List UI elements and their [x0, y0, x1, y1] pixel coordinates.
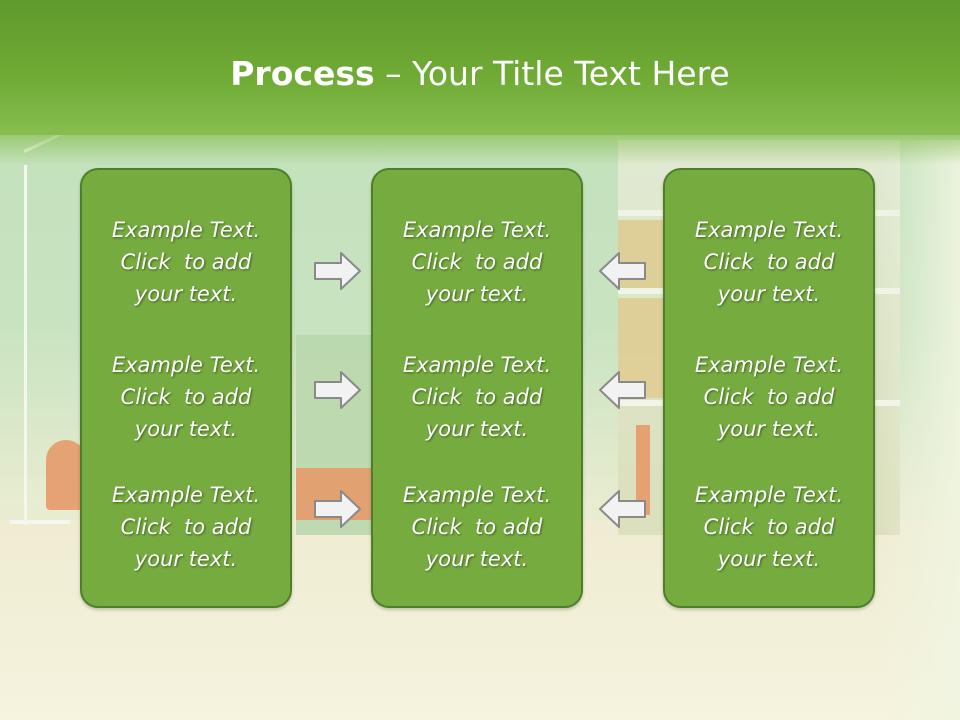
text-line: Click to add — [120, 515, 252, 539]
text-line: your text. — [717, 417, 821, 441]
lamp-base-background — [10, 520, 70, 524]
title-band-fade — [0, 125, 960, 165]
box-text-item[interactable]: Example Text. Click to add your text. — [373, 349, 581, 445]
text-line: Click to add — [411, 515, 543, 539]
text-line: your text. — [717, 282, 821, 306]
text-line: Example Text. — [402, 353, 552, 377]
left-arrow-icon — [599, 490, 646, 528]
slide-title[interactable]: Process – Your Title Text Here — [0, 52, 960, 96]
title-rest: – Your Title Text Here — [374, 54, 730, 93]
box-text-item[interactable]: Example Text. Click to add your text. — [82, 479, 290, 575]
text-line: your text. — [134, 547, 238, 571]
text-line: Example Text. — [111, 483, 261, 507]
text-line: your text. — [425, 547, 529, 571]
title-bold: Process — [230, 54, 375, 93]
box-text-item[interactable]: Example Text. Click to add your text. — [82, 349, 290, 445]
text-line: Example Text. — [694, 483, 844, 507]
text-line: your text. — [425, 417, 529, 441]
text-line: Example Text. — [694, 218, 844, 242]
lamp-background — [24, 165, 27, 525]
text-line: Click to add — [411, 250, 543, 274]
box-text-item[interactable]: Example Text. Click to add your text. — [373, 214, 581, 310]
title-band — [0, 0, 960, 135]
process-box-right[interactable]: Example Text. Click to add your text. Ex… — [663, 168, 875, 608]
left-arrow-icon — [599, 371, 646, 409]
left-arrow-icon — [599, 252, 646, 290]
text-line: your text. — [134, 282, 238, 306]
right-arrow-icon — [314, 371, 361, 409]
text-line: Click to add — [411, 385, 543, 409]
text-line: Example Text. — [402, 483, 552, 507]
box-text-item[interactable]: Example Text. Click to add your text. — [665, 479, 873, 575]
text-line: your text. — [717, 547, 821, 571]
box-text-item[interactable]: Example Text. Click to add your text. — [665, 214, 873, 310]
box-text-item[interactable]: Example Text. Click to add your text. — [665, 349, 873, 445]
box-text-item[interactable]: Example Text. Click to add your text. — [82, 214, 290, 310]
window-light-background — [880, 140, 960, 720]
text-line: your text. — [425, 282, 529, 306]
text-line: Example Text. — [402, 218, 552, 242]
right-arrow-icon — [314, 490, 361, 528]
process-box-middle[interactable]: Example Text. Click to add your text. Ex… — [371, 168, 583, 608]
text-line: Example Text. — [111, 353, 261, 377]
text-line: Click to add — [120, 385, 252, 409]
right-arrow-icon — [314, 252, 361, 290]
text-line: your text. — [134, 417, 238, 441]
text-line: Click to add — [703, 515, 835, 539]
text-line: Example Text. — [694, 353, 844, 377]
box-text-item[interactable]: Example Text. Click to add your text. — [373, 479, 581, 575]
text-line: Click to add — [703, 250, 835, 274]
text-line: Example Text. — [111, 218, 261, 242]
process-box-left[interactable]: Example Text. Click to add your text. Ex… — [80, 168, 292, 608]
text-line: Click to add — [120, 250, 252, 274]
text-line: Click to add — [703, 385, 835, 409]
